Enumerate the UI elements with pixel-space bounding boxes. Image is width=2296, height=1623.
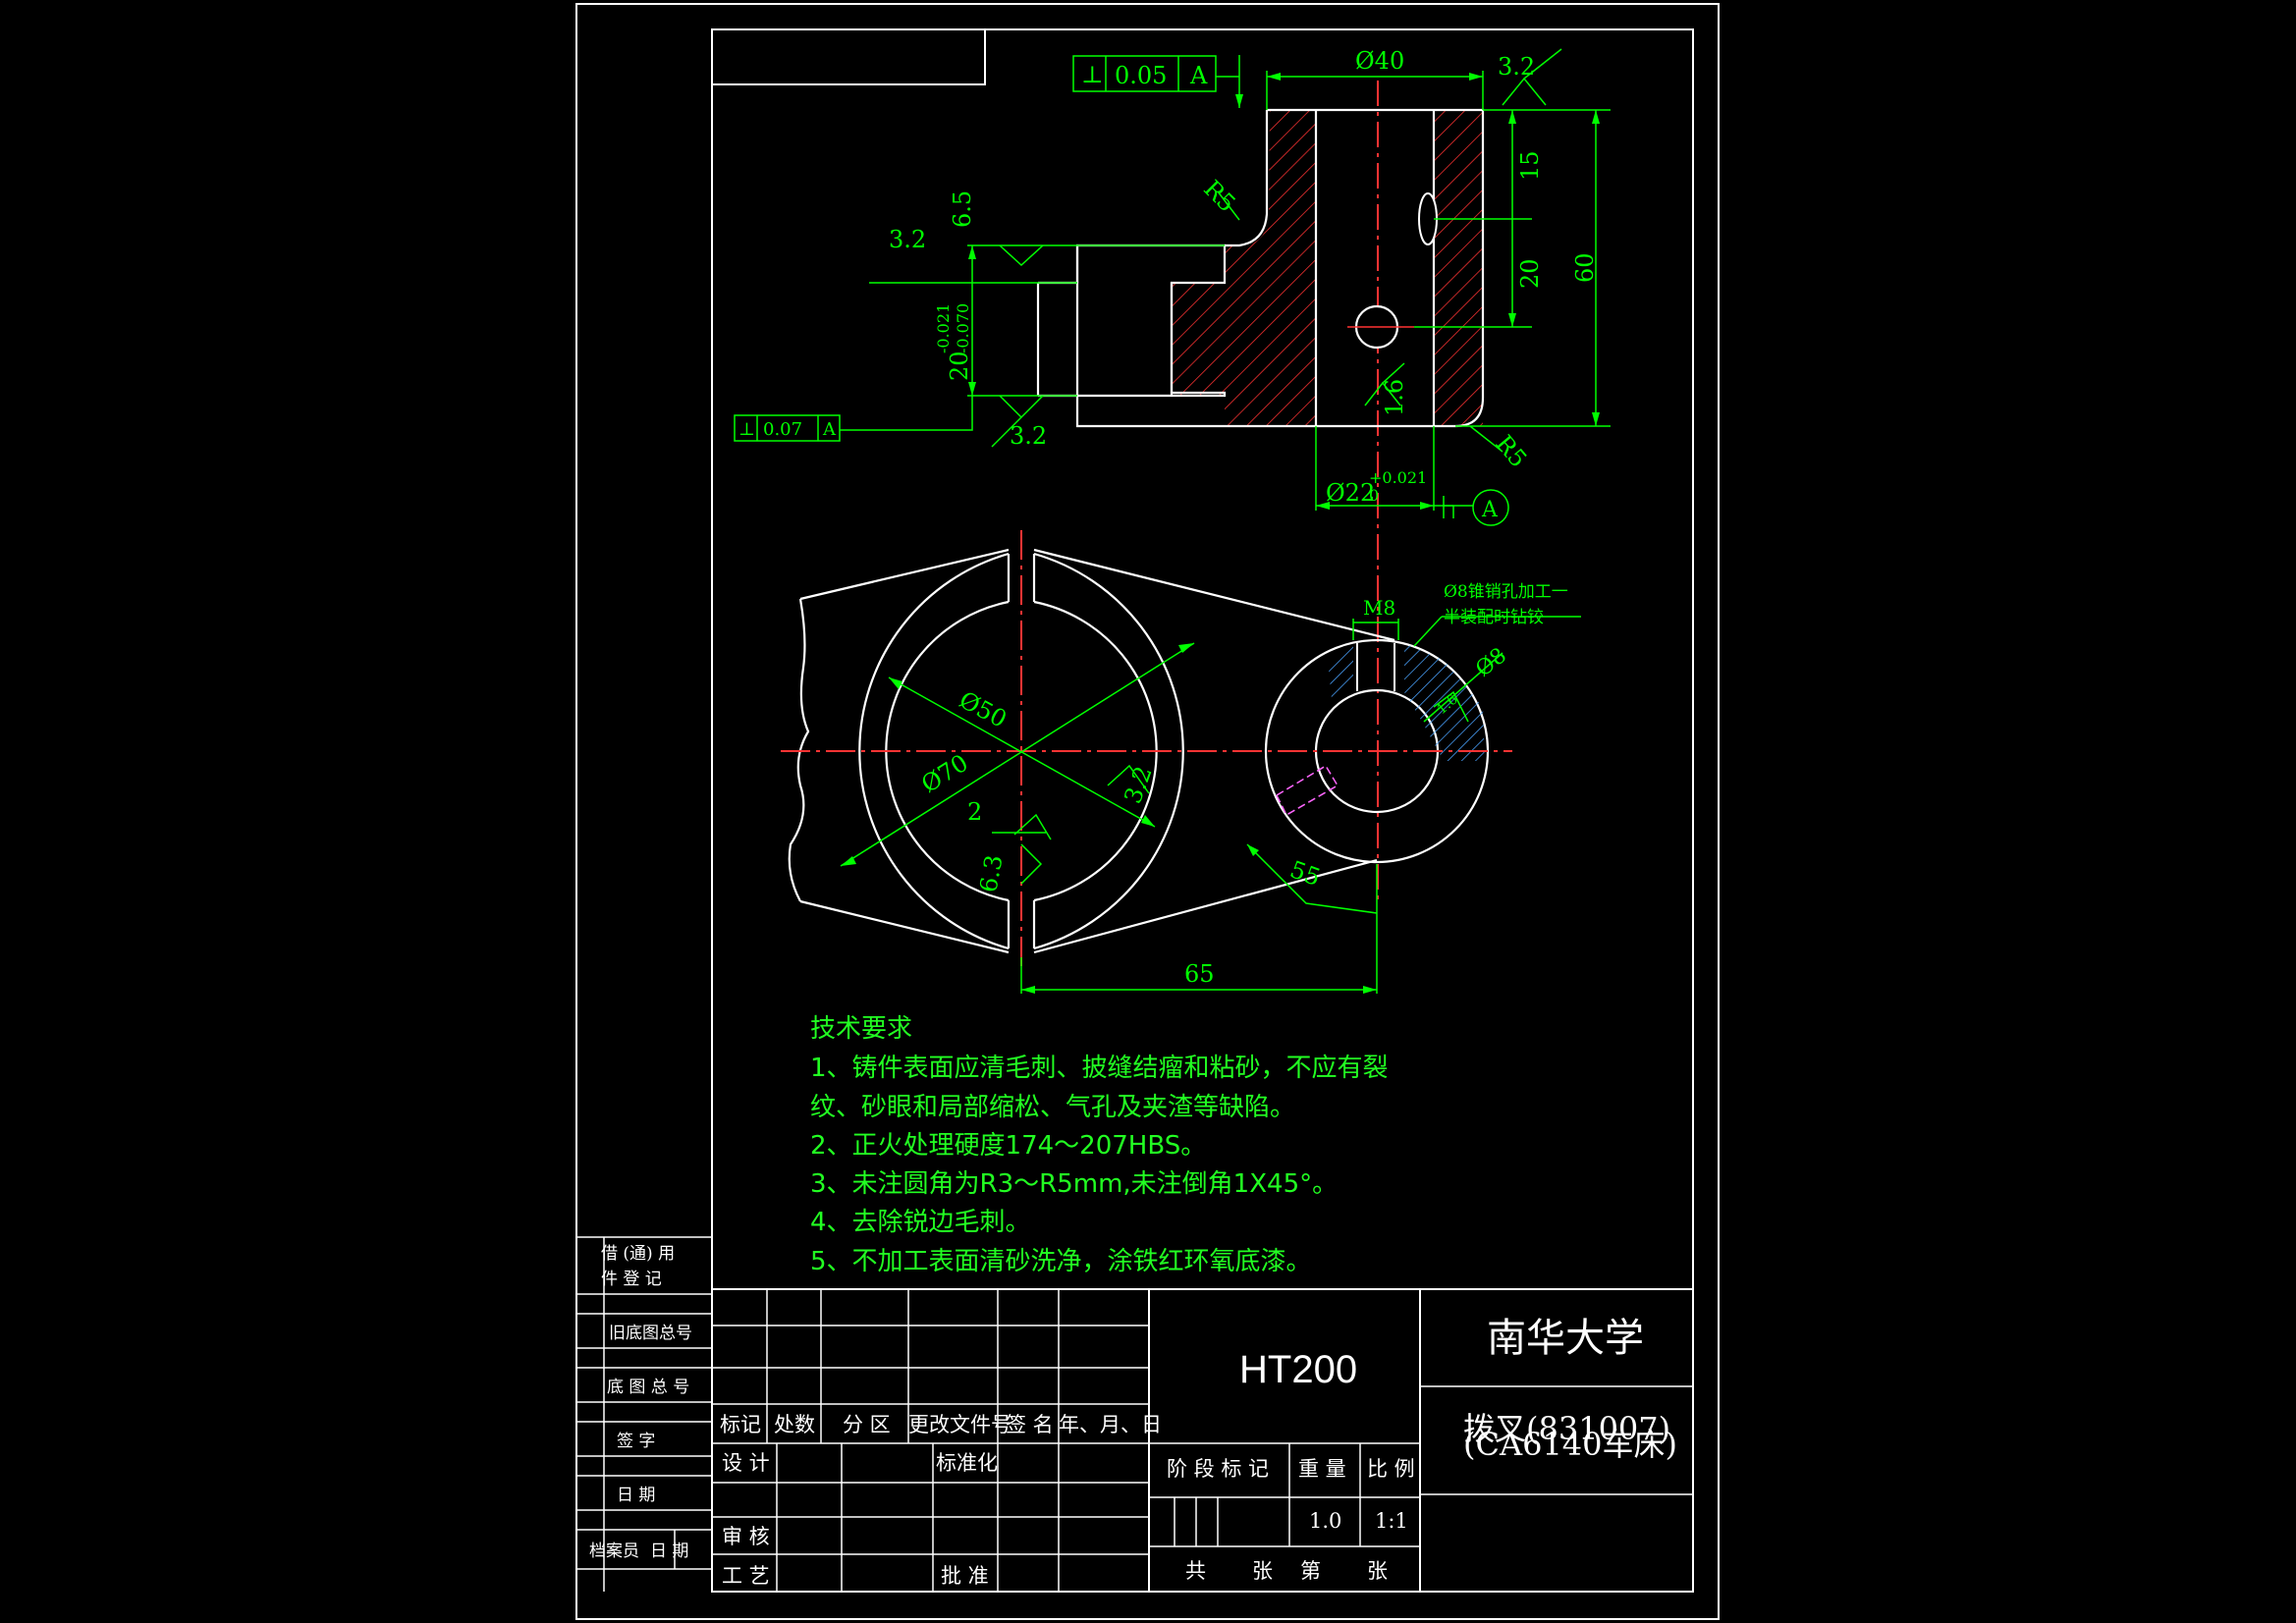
- tol-left-value: 0.07: [763, 419, 802, 440]
- dim-60: 60: [1571, 252, 1599, 283]
- tol-bore-lower: 0: [1369, 486, 1379, 505]
- tb-scale: 比 例: [1367, 1457, 1415, 1481]
- side-old-drawing: 旧底图总号: [609, 1324, 692, 1343]
- tb-change-doc: 更改文件号: [908, 1413, 1011, 1436]
- fork-arm-top-left: [799, 548, 1010, 601]
- tb-machine-name: (CA6140车床): [1463, 1426, 1677, 1463]
- side-borrow-1: 借 (通) 用: [601, 1244, 675, 1264]
- side-archivist-date: 日 期: [650, 1542, 688, 1561]
- tolerance-frame-top: [1072, 55, 1217, 92]
- tb-zone: 分 区: [843, 1413, 891, 1436]
- tol-top-value: 0.05: [1115, 62, 1167, 89]
- pin-hatch: [1328, 643, 1353, 699]
- datum-a-symbol: [1443, 489, 1509, 526]
- section-hatch-right: [1434, 110, 1483, 426]
- tb-sign: 签 名: [1006, 1413, 1054, 1436]
- tech-line: 4、去除锐边毛刺。: [810, 1208, 1031, 1237]
- tb-sheet-label: 张: [1252, 1559, 1273, 1583]
- tol-upper-20: -0.021: [934, 303, 953, 353]
- tol-lower-20: -0.070: [954, 303, 972, 353]
- tb-weight-value: 1.0: [1309, 1509, 1341, 1533]
- dim-50: Ø50: [955, 686, 1011, 733]
- tb-count: 处数: [774, 1413, 815, 1436]
- title-block: [711, 1288, 1694, 1593]
- tech-line: 5、不加工表面清砂洗净，涂铁红环氧底漆。: [810, 1247, 1312, 1276]
- side-signature: 签 字: [617, 1432, 655, 1451]
- tb-date: 年、月、日: [1059, 1413, 1162, 1436]
- tb-approve: 批 准: [941, 1564, 989, 1588]
- tech-title: 技术要求: [810, 1014, 912, 1044]
- dim-6-5: 6.5: [949, 190, 976, 228]
- arm-top-right: [1033, 548, 1395, 642]
- dim-diameter-40: Ø40: [1355, 47, 1404, 75]
- pin-hatch-right: [1404, 643, 1485, 761]
- tb-school: 南华大学: [1487, 1316, 1644, 1361]
- fillet-top: R5: [1198, 175, 1240, 217]
- break-line: [788, 598, 810, 902]
- tol-top-symbol: ⊥: [1081, 61, 1104, 88]
- dim-70: Ø70: [916, 749, 972, 798]
- side-drawing-no: 底 图 总 号: [607, 1378, 689, 1397]
- roughness-slot: 6.3: [974, 853, 1008, 894]
- front-view: ⊥ 0.05 A ⊥ 0.07 A Ø40 3.2 R5 6.5 3.2 20 …: [734, 47, 1611, 903]
- arm-bottom-right: [1033, 858, 1378, 954]
- tol-left-datum: A: [822, 419, 837, 440]
- roughness-left: 3.2: [889, 226, 926, 253]
- roughness-hole: 1.6: [1381, 379, 1408, 416]
- dim-m8: M8: [1363, 596, 1395, 620]
- side-panel: [576, 1236, 712, 1592]
- pin-hole-cone: [1276, 764, 1339, 817]
- tol-top-datum: A: [1189, 62, 1208, 89]
- dim-20-tol: 20: [946, 351, 973, 381]
- dim-65: 65: [1184, 960, 1215, 988]
- tb-weight: 重 量: [1298, 1457, 1346, 1481]
- front-top-fillet: [1225, 110, 1269, 247]
- big-ring-outer-right: [1033, 552, 1184, 950]
- dim-bore: Ø22: [1326, 479, 1375, 507]
- dim-d8: Ø8: [1471, 643, 1511, 681]
- tb-material: HT200: [1239, 1348, 1357, 1391]
- pin-note-line1: Ø8锥销孔加工一: [1444, 582, 1568, 602]
- roughness-top: 3.2: [1498, 53, 1535, 81]
- side-borrow-2: 件 登 记: [601, 1270, 662, 1289]
- datum-a: A: [1481, 498, 1499, 522]
- side-date: 日 期: [617, 1486, 655, 1505]
- big-ring-outer-left: [858, 552, 1010, 950]
- section-hatch-left: [1172, 110, 1316, 426]
- tb-review: 审 核: [722, 1525, 770, 1548]
- tolerance-frame-left: [734, 414, 841, 442]
- outer-border: [575, 3, 1720, 1620]
- tb-stage-mark: 阶 段 标 记: [1167, 1457, 1269, 1481]
- dim-20: 20: [1516, 258, 1544, 289]
- tech-requirements: 技术要求 1、铸件表面应清毛刺、披缝结瘤和粘砂，不应有裂 纹、砂眼和局部缩松、气…: [810, 1014, 1389, 1276]
- tech-line: 1、铸件表面应清毛刺、披缝结瘤和粘砂，不应有裂: [810, 1054, 1389, 1083]
- top-view: Ø50 Ø70 3.2 2 6.3 M8 Ø8锥销孔加工一 半装配时钻铰 Ø8 …: [781, 530, 1581, 994]
- dim-55: 55: [1286, 855, 1324, 892]
- fork-arm-bottom-left: [799, 899, 1010, 954]
- tb-design: 设 计: [722, 1451, 770, 1475]
- pin-note-line2: 半装配时钻铰: [1444, 608, 1544, 627]
- tol-left-symbol: ⊥: [738, 419, 755, 440]
- tb-standardize: 标准化: [936, 1451, 998, 1475]
- tb-scale-value: 1:1: [1375, 1509, 1408, 1533]
- side-archivist: 档案员: [589, 1542, 639, 1561]
- fillet-bottom: R5: [1490, 430, 1532, 473]
- dim-15: 15: [1516, 150, 1544, 181]
- tb-process: 工 艺: [722, 1564, 770, 1588]
- tech-line: 2、正火处理硬度174～207HBS。: [810, 1131, 1206, 1161]
- tb-sheet-no: 第: [1300, 1559, 1321, 1583]
- tb-part-name: 拨叉(831007): [1463, 1410, 1670, 1447]
- drawing-code-box: [712, 29, 986, 85]
- tb-mark: 标记: [720, 1413, 761, 1436]
- tb-sheet-label2: 张: [1367, 1559, 1388, 1583]
- roughness-bottom-left: 3.2: [1010, 422, 1047, 450]
- tol-bore-upper: +0.021: [1369, 468, 1427, 487]
- tb-sheet-total: 共: [1185, 1559, 1206, 1583]
- tech-line: 纹、砂眼和局部缩松、气孔及夹渣等缺陷。: [810, 1093, 1295, 1122]
- slot-width: 2: [967, 798, 982, 826]
- tech-line: 3、未注圆角为R3～R5mm,未注倒角1X45°。: [810, 1169, 1338, 1199]
